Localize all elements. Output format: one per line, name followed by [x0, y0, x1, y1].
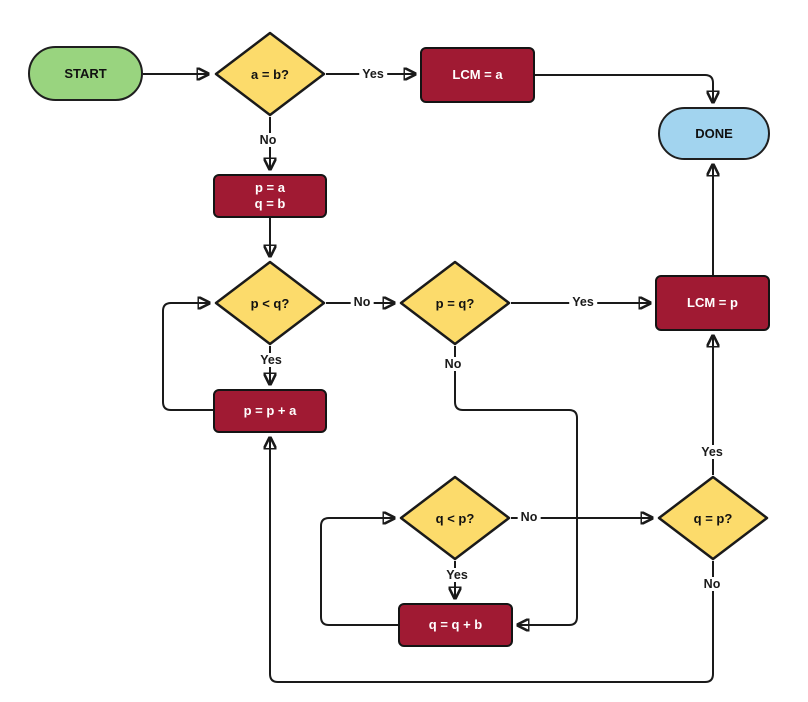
edge-label-q-lt-p-yes: Yes — [443, 568, 471, 582]
node-decision-q-eq-p-label: q = p? — [693, 510, 733, 526]
node-process-init-line1: p = a — [254, 180, 285, 195]
node-decision-a-eq-b-label: a = b? — [251, 66, 289, 82]
edge-label-a-eq-b-yes: Yes — [359, 67, 387, 81]
diamond-shape — [399, 260, 511, 346]
edge-label-p-eq-q-no: No — [441, 357, 465, 371]
node-decision-q-lt-p: q < p? — [399, 475, 511, 561]
edge-label-q-eq-p-yes: Yes — [698, 445, 726, 459]
edge-ppa-to-pltq-loop — [162, 303, 213, 411]
diamond-shape — [399, 475, 511, 561]
node-process-q-plus-b-label: q = q + b — [428, 617, 483, 632]
node-decision-q-eq-p: q = p? — [657, 475, 769, 561]
edge-label-q-lt-p-no: No — [517, 510, 541, 524]
node-process-q-plus-b: q = q + b — [398, 603, 513, 647]
node-start: START — [28, 46, 143, 101]
node-done-label: DONE — [695, 126, 733, 141]
edge-label-a-eq-b-no: No — [256, 133, 280, 147]
node-decision-a-eq-b: a = b? — [214, 31, 326, 117]
node-decision-p-lt-q-label: p < q? — [250, 295, 290, 311]
node-done: DONE — [658, 107, 770, 160]
node-process-init-p-q: p = a q = b — [213, 174, 327, 218]
edge-qqb-to-qltp-loop — [320, 518, 398, 626]
node-process-lcm-a-label: LCM = a — [452, 67, 503, 82]
node-process-lcm-a: LCM = a — [420, 47, 535, 103]
edge-qeqp-no-to-ppa-loop — [270, 437, 714, 683]
node-process-p-plus-a: p = p + a — [213, 389, 327, 433]
diamond-shape — [214, 260, 326, 346]
edge-label-p-eq-q-yes: Yes — [569, 295, 597, 309]
edge-peqq-no-to-qqb — [454, 346, 578, 625]
node-decision-q-lt-p-label: q < p? — [435, 510, 475, 526]
node-process-p-plus-a-label: p = p + a — [243, 403, 297, 418]
edge-label-q-eq-p-no: No — [700, 577, 724, 591]
node-process-lcm-p-label: LCM = p — [687, 295, 738, 310]
node-decision-p-eq-q: p = q? — [399, 260, 511, 346]
diamond-shape — [657, 475, 769, 561]
node-decision-p-lt-q: p < q? — [214, 260, 326, 346]
edge-label-p-lt-q-no: No — [350, 295, 374, 309]
edge-lcma-to-done — [535, 74, 713, 103]
node-start-label: START — [64, 66, 107, 81]
node-decision-p-eq-q-label: p = q? — [435, 295, 475, 311]
edge-label-p-lt-q-yes: Yes — [257, 353, 285, 367]
diamond-shape — [214, 31, 326, 117]
node-process-init-line2: q = b — [254, 196, 286, 211]
node-process-lcm-p: LCM = p — [655, 275, 770, 331]
